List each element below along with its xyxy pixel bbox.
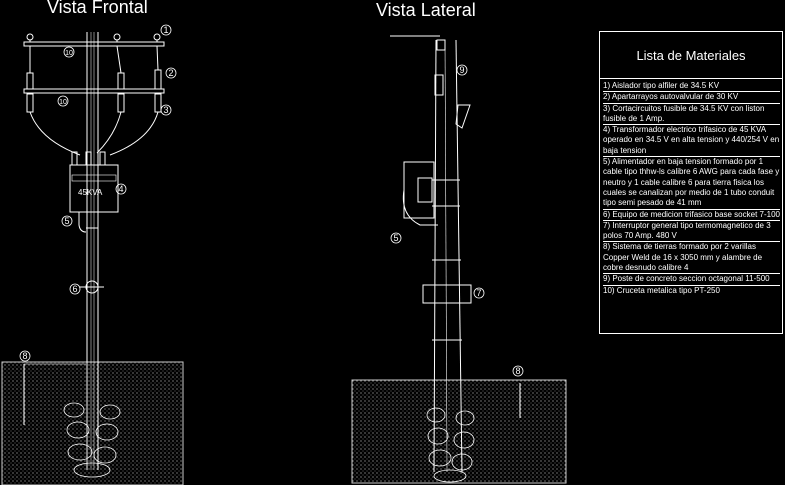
- callout-front-5: 5: [61, 215, 73, 227]
- material-item: 7) Interruptor general tipo termomagneti…: [603, 221, 780, 243]
- callout-front-2: 2: [165, 67, 177, 79]
- svg-text:2: 2: [168, 68, 173, 78]
- front-conduit: [78, 212, 87, 233]
- svg-text:10: 10: [65, 50, 73, 57]
- side-bands: [432, 179, 462, 341]
- material-item: 5) Alimentador en baja tension formado p…: [603, 157, 780, 210]
- front-crossarm-top: [23, 41, 165, 47]
- svg-text:6: 6: [72, 284, 77, 294]
- svg-text:5: 5: [393, 233, 398, 243]
- material-item: 3) Cortacircuitos fusible de 34.5 KV con…: [603, 104, 780, 126]
- materials-list-items: 1) Aislador tipo alfiler de 34.5 KV 2) A…: [600, 79, 782, 296]
- side-breaker: [422, 284, 472, 304]
- callout-front-4: 4: [115, 183, 127, 195]
- side-cutout: [455, 104, 471, 129]
- callout-front-3: 3: [160, 104, 172, 116]
- svg-text:1: 1: [163, 25, 168, 35]
- material-item: 4) Transformador electrico trifasico de …: [603, 125, 780, 158]
- svg-text:10: 10: [59, 99, 67, 106]
- material-item: 1) Aislador tipo alfiler de 34.5 KV: [603, 81, 780, 93]
- svg-text:9: 9: [459, 65, 464, 75]
- front-insulators: [26, 33, 161, 42]
- material-item: 8) Sistema de tierras formado por 2 vari…: [603, 242, 780, 275]
- svg-text:4: 4: [118, 184, 123, 194]
- materials-list: Lista de Materiales 1) Aislador tipo alf…: [599, 31, 783, 334]
- front-crossarm-lower: [23, 88, 165, 94]
- material-item: 10) Cruceta metalica tipo PT-250: [603, 285, 720, 295]
- callout-front-6: 6: [69, 283, 81, 295]
- callout-front-10b: 10: [57, 95, 69, 107]
- svg-text:8: 8: [22, 351, 27, 361]
- svg-text:5: 5: [64, 216, 69, 226]
- material-item: 9) Poste de concreto seccion octagonal 1…: [603, 274, 780, 286]
- callout-side-9: 9: [456, 64, 468, 76]
- front-ground: [1, 361, 184, 485]
- callout-side-5: 5: [390, 232, 402, 244]
- svg-text:7: 7: [476, 288, 481, 298]
- front-rocks: [63, 402, 121, 478]
- callouts: 1 2 3 4 5 6 8 10 10 9 5 7 8: [19, 24, 524, 377]
- svg-text:3: 3: [163, 105, 168, 115]
- side-view: [351, 35, 567, 484]
- side-transformer: [403, 161, 435, 219]
- material-item: 6) Equipo de medicion trifasico base soc…: [603, 210, 780, 221]
- material-item: 2) Apartarrayos autovalvular de 30 KV: [603, 92, 780, 104]
- callout-front-1: 1: [160, 24, 172, 36]
- front-view: [1, 32, 184, 485]
- front-view-title: Vista Frontal: [47, 0, 148, 17]
- front-transformer: [69, 164, 119, 213]
- callout-side-8: 8: [512, 365, 524, 377]
- side-pole-left: [433, 39, 437, 473]
- callout-side-7: 7: [473, 287, 485, 299]
- side-rocks: [426, 407, 475, 483]
- front-bushings: [71, 151, 106, 166]
- callout-front-8: 8: [19, 350, 31, 362]
- side-view-title: Vista Lateral: [376, 0, 476, 20]
- callout-front-10a: 10: [63, 46, 75, 58]
- transformer-label: 45KVA: [78, 188, 103, 197]
- side-ground: [351, 379, 567, 484]
- svg-text:8: 8: [515, 366, 520, 376]
- materials-list-title: Lista de Materiales: [600, 32, 782, 79]
- side-arrester: [434, 74, 444, 96]
